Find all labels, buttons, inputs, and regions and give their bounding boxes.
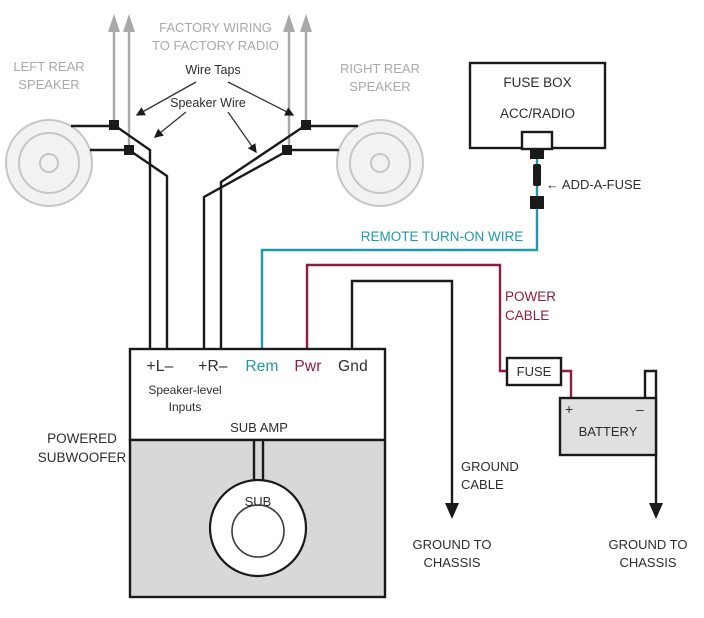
acc-radio-socket xyxy=(520,130,554,151)
terminal-left-input: +L– xyxy=(146,358,174,375)
battery-positive-label: + xyxy=(565,401,574,417)
add-a-fuse-holder xyxy=(533,164,541,186)
fuse-label: FUSE xyxy=(516,364,552,379)
right-rear-speaker-icon xyxy=(336,119,424,207)
fuse-box-title: FUSE BOX xyxy=(503,75,572,90)
power-cable-label: POWER CABLE xyxy=(505,289,557,323)
acc-radio-label: ACC/RADIO xyxy=(499,106,575,121)
speaker-wire-arrow-right xyxy=(227,111,257,154)
ground-to-chassis-left-label: GROUND TO CHASSIS xyxy=(412,537,492,570)
add-a-fuse-label: ← ADD-A-FUSE xyxy=(546,177,642,192)
wire-taps-arrow-left xyxy=(135,81,197,116)
battery-label: BATTERY xyxy=(578,424,638,439)
ground-to-chassis-right-label: GROUND TO CHASSIS xyxy=(608,537,688,570)
wire-tap-connectors xyxy=(109,120,311,155)
speaker-wire-label: Speaker Wire xyxy=(170,96,246,110)
factory-wiring-label: FACTORY WIRING TO FACTORY RADIO xyxy=(152,20,279,53)
remote-turn-on-wire-label: REMOTE TURN-ON WIRE xyxy=(360,229,524,244)
terminal-power: Pwr xyxy=(294,358,322,375)
speaker-level-inputs-label: Speaker-level Inputs xyxy=(148,383,222,414)
speaker-level-wires xyxy=(113,124,307,352)
wire-taps-label: Wire Taps xyxy=(185,63,241,77)
terminal-right-input: +R– xyxy=(198,358,228,375)
sub-amp-box xyxy=(128,347,387,442)
left-rear-speaker-label: LEFT REAR SPEAKER xyxy=(13,59,85,92)
inline-fuse xyxy=(505,356,563,387)
add-a-fuse-connector-top xyxy=(530,148,544,159)
terminal-remote: Rem xyxy=(245,358,279,375)
add-a-fuse-connector-bottom xyxy=(530,196,544,209)
right-rear-speaker-label: RIGHT REAR SPEAKER xyxy=(340,61,420,94)
sub-label: SUB xyxy=(244,494,272,509)
ground-cable-label: GROUND CABLE xyxy=(461,459,519,492)
factory-wiring-arrows xyxy=(108,14,312,147)
subwoofer-driver-icon xyxy=(208,440,308,578)
sub-amp-label: SUB AMP xyxy=(230,420,288,435)
powered-subwoofer-label: POWERED SUBWOOFER xyxy=(37,431,127,465)
terminal-ground: Gnd xyxy=(338,358,368,375)
speaker-wire-arrow-left xyxy=(153,111,187,138)
battery-box xyxy=(558,396,658,457)
left-rear-speaker-icon xyxy=(5,119,93,207)
wire-taps-arrow-right xyxy=(227,81,295,116)
ground-cable-wire xyxy=(350,279,459,519)
power-cable-wire xyxy=(305,263,573,400)
battery-negative-label: – xyxy=(636,401,644,417)
